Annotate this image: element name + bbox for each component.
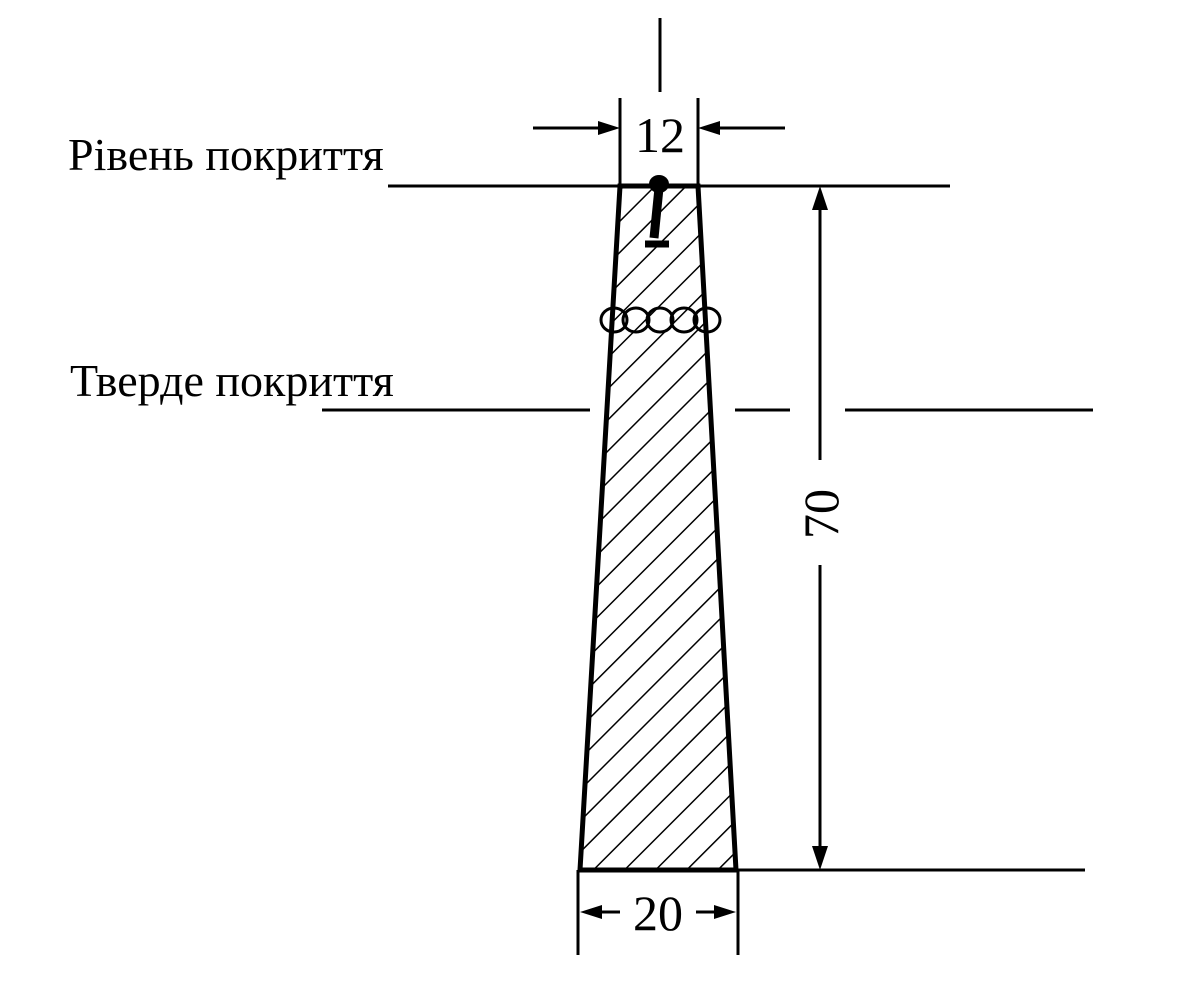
bottom-width-arrows [580, 905, 736, 919]
height-value: 70 [793, 489, 849, 539]
hatched-cross-section [577, 183, 739, 873]
hard-surface-label: Тверде покриття [70, 355, 394, 406]
rebar-circles [599, 306, 722, 334]
top-width-value: 12 [635, 107, 685, 163]
anchor-bolt-symbol [645, 175, 669, 248]
bottom-width-value: 20 [633, 885, 683, 941]
top-width-arrows [533, 121, 785, 135]
surface-level-label: Рівень покриття [68, 129, 384, 180]
height-dimension-line [812, 186, 828, 870]
